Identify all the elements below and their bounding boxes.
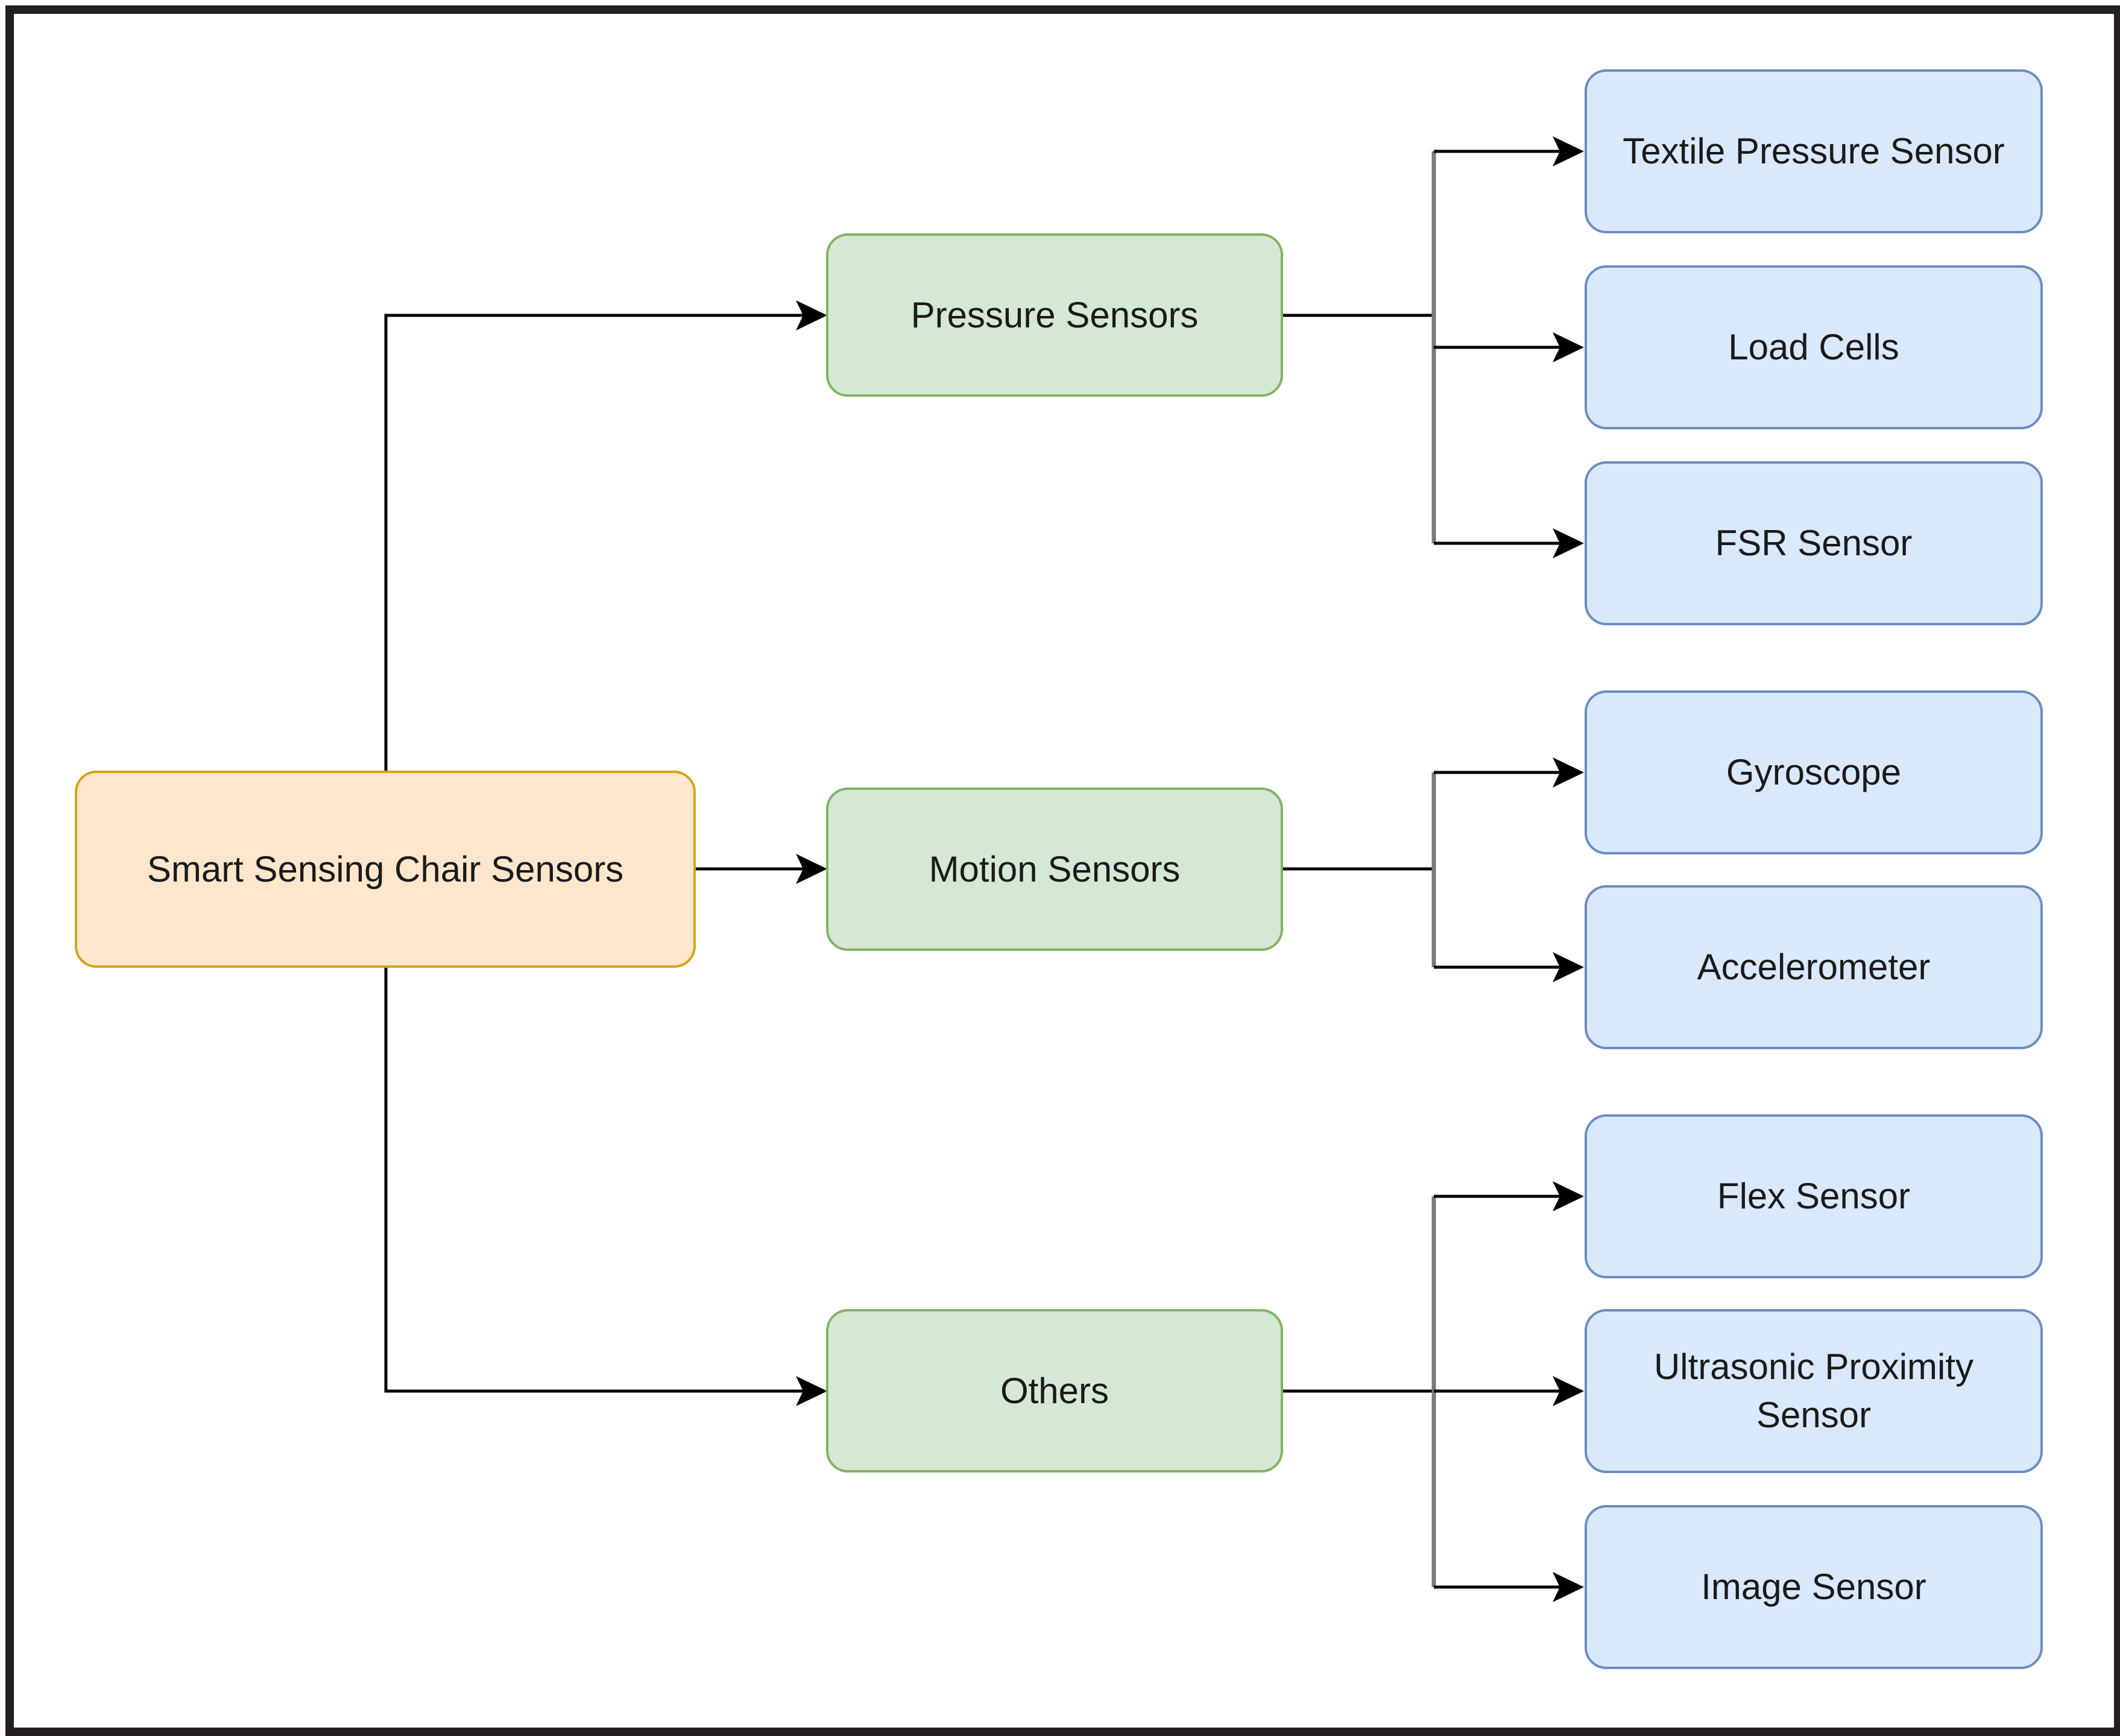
leaf-node-accelerometer: Accelerometer	[1585, 885, 2043, 1049]
others-arrowheads	[1553, 1181, 1584, 1602]
others-connectors	[1283, 1195, 1565, 1589]
arrowhead-gyroscope	[1553, 757, 1584, 788]
leaf-node-gyroscope: Gyroscope	[1585, 690, 2043, 854]
leaf-label: Image Sensor	[1701, 1567, 1926, 1607]
category-label: Motion Sensors	[929, 848, 1181, 889]
leaf-label: Load Cells	[1728, 327, 1899, 367]
category-node-others: Others	[826, 1309, 1283, 1472]
leaf-node-fsr-sensor: FSR Sensor	[1585, 461, 2043, 625]
arrowhead-flex	[1553, 1181, 1584, 1211]
leaf-node-load-cells: Load Cells	[1585, 265, 2043, 429]
category-label: Pressure Sensors	[910, 294, 1199, 335]
leaf-label: FSR Sensor	[1715, 523, 1913, 563]
leaf-node-image-sensor: Image Sensor	[1585, 1505, 2043, 1669]
leaf-node-flex-sensor: Flex Sensor	[1585, 1114, 2043, 1278]
arrowhead-accelerometer	[1553, 952, 1584, 982]
connector-root-to-pressure	[384, 314, 808, 771]
motion-connectors	[1283, 771, 1565, 969]
connector-root-to-others	[384, 967, 808, 1393]
leaf-node-textile-pressure-sensor: Textile Pressure Sensor	[1585, 69, 2043, 233]
category-label: Others	[1000, 1370, 1109, 1411]
leaf-label: Ultrasonic Proximity Sensor	[1653, 1346, 1974, 1435]
root-node-smart-sensing-chair-sensors: Smart Sensing Chair Sensors	[75, 771, 696, 968]
root-node-label: Smart Sensing Chair Sensors	[147, 848, 624, 889]
arrowhead-fsr	[1553, 528, 1584, 558]
root-connectors	[384, 314, 808, 1393]
arrowhead-ultrasonic	[1553, 1376, 1584, 1406]
leaf-node-ultrasonic-proximity-sensor: Ultrasonic Proximity Sensor	[1585, 1309, 2043, 1473]
arrowhead-loadcells	[1553, 332, 1584, 362]
leaf-label: Accelerometer	[1697, 947, 1931, 987]
pressure-connectors	[1283, 150, 1565, 545]
arrowhead-image	[1553, 1572, 1584, 1602]
arrowhead-textile	[1553, 136, 1584, 166]
arrowhead-others	[796, 1376, 827, 1406]
root-arrowheads	[796, 300, 827, 1406]
arrowhead-pressure	[796, 300, 827, 330]
leaf-label: Gyroscope	[1726, 752, 1902, 792]
category-node-pressure-sensors: Pressure Sensors	[826, 233, 1283, 397]
pressure-arrowheads	[1553, 136, 1584, 558]
leaf-label: Flex Sensor	[1717, 1176, 1911, 1216]
leaf-label: Textile Pressure Sensor	[1623, 131, 2005, 171]
category-node-motion-sensors: Motion Sensors	[826, 788, 1283, 951]
arrowhead-motion	[796, 854, 827, 884]
motion-arrowheads	[1553, 757, 1584, 982]
